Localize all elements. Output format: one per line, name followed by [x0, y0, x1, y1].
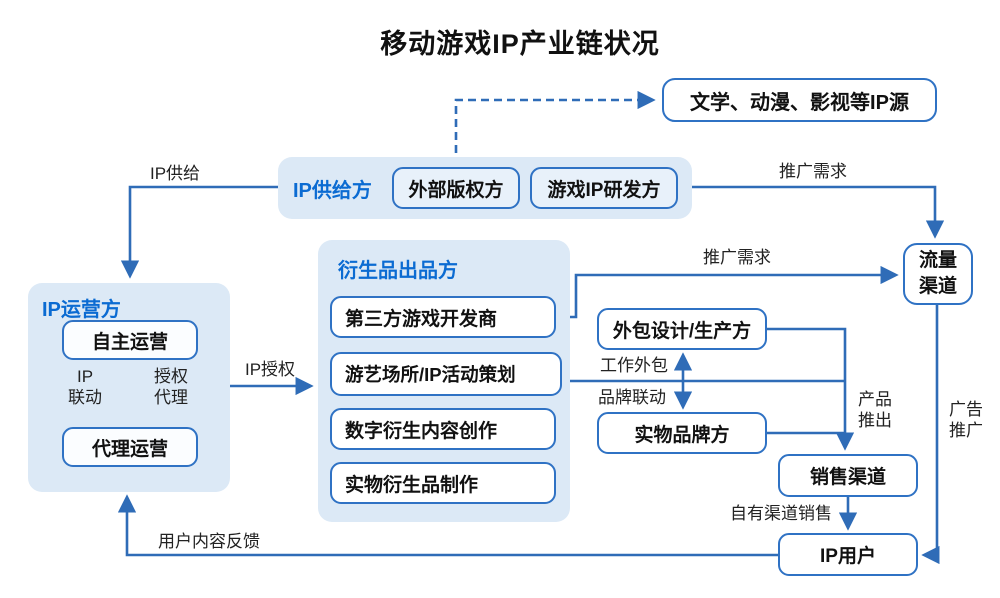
edge-label-ip-supply: IP供给 — [150, 164, 201, 183]
node-traffic-channel: 流量 渠道 — [903, 243, 973, 305]
edge-ip-source-dashed — [454, 90, 656, 166]
node-external-copyright: 外部版权方 — [392, 167, 520, 209]
edge-label-authorized-agency-line2: 代理 — [154, 388, 188, 408]
node-physical-derivative-production-label: 实物衍生品制作 — [345, 474, 479, 496]
node-venue-ip-event-planning: 游艺场所/IP活动策划 — [330, 352, 562, 396]
node-external-copyright-label: 外部版权方 — [408, 179, 504, 201]
edge-label-brand-linkage: 品牌联动 — [598, 388, 666, 407]
node-third-party-game-dev-label: 第三方游戏开发商 — [345, 308, 498, 330]
edge-label-ip-linkage-line2: 联动 — [68, 388, 102, 408]
group-derivative-title: 衍生品出品方 — [338, 260, 458, 282]
edge-ip-supply — [120, 185, 278, 279]
node-self-operation: 自主运营 — [62, 320, 198, 360]
node-game-ip-developer-label: 游戏IP研发方 — [547, 179, 661, 201]
edge-label-product-launch: 产品 推出 — [853, 389, 897, 432]
edge-label-ip-linkage: IP 联动 — [60, 366, 110, 409]
edge-label-ad-promotion-line2: 推广 — [949, 421, 983, 441]
edge-label-promo-demand-top: 推广需求 — [779, 162, 847, 181]
node-digital-derivative-creation: 数字衍生内容创作 — [330, 408, 556, 450]
group-ip-operator-title: IP运营方 — [42, 299, 121, 321]
node-digital-derivative-creation-label: 数字衍生内容创作 — [345, 420, 498, 442]
edge-label-own-channel-sales: 自有渠道销售 — [730, 504, 832, 523]
edge-label-ad-promotion-line1: 广告 — [949, 400, 983, 419]
edge-label-authorized-agency: 授权 代理 — [148, 366, 194, 409]
edge-outsourced-to-product-line — [767, 327, 855, 451]
node-traffic-channel-line2: 渠道 — [918, 276, 957, 297]
group-ip-operator: IP运营方 自主运营 代理运营 — [28, 283, 230, 492]
edge-user-feedback — [117, 494, 778, 557]
node-sales-channel-label: 销售渠道 — [809, 467, 886, 488]
edge-ad-promotion — [921, 303, 940, 565]
node-ip-source-label: 文学、动漫、影视等IP源 — [690, 91, 909, 114]
node-traffic-channel-line1: 流量 — [918, 250, 957, 272]
edge-label-ip-linkage-line1: IP — [76, 367, 94, 386]
group-ip-supplier-title: IP供给方 — [293, 180, 372, 202]
edge-label-authorized-agency-line1: 授权 — [154, 367, 188, 386]
node-sales-channel: 销售渠道 — [778, 454, 918, 497]
node-outsourced-design-production: 外包设计/生产方 — [597, 308, 767, 350]
group-derivative-producers: 衍生品出品方 第三方游戏开发商 游艺场所/IP活动策划 数字衍生内容创作 实物衍… — [318, 240, 570, 522]
node-agency-operation: 代理运营 — [62, 427, 198, 467]
edge-label-product-launch-line1: 产品 — [858, 390, 892, 409]
edge-label-ip-authorization: IP授权 — [245, 360, 296, 379]
node-physical-brand: 实物品牌方 — [597, 412, 767, 454]
node-ip-user-label: IP用户 — [820, 546, 876, 567]
edge-label-promo-demand-mid: 推广需求 — [703, 248, 771, 267]
edge-label-ad-promotion: 广告 推广 — [944, 399, 988, 442]
node-self-operation-label: 自主运营 — [91, 331, 168, 353]
edge-label-user-content-feedback: 用户内容反馈 — [158, 532, 260, 551]
node-game-ip-developer: 游戏IP研发方 — [530, 167, 678, 209]
node-outsourced-design-production-label: 外包设计/生产方 — [612, 320, 752, 342]
node-venue-ip-event-planning-label: 游艺场所/IP活动策划 — [345, 364, 516, 385]
group-ip-supplier: IP供给方 外部版权方 游戏IP研发方 — [278, 157, 692, 219]
node-ip-user: IP用户 — [778, 533, 918, 576]
diagram-title: 移动游戏IP产业链状况 — [380, 29, 660, 59]
node-ip-source: 文学、动漫、影视等IP源 — [662, 78, 937, 122]
edge-label-product-launch-line2: 推出 — [858, 411, 892, 431]
edge-promo-demand-top — [692, 185, 945, 239]
edge-label-work-outsourcing: 工作外包 — [600, 356, 668, 375]
node-physical-derivative-production: 实物衍生品制作 — [330, 462, 556, 504]
node-physical-brand-label: 实物品牌方 — [634, 424, 730, 446]
node-third-party-game-dev: 第三方游戏开发商 — [330, 296, 556, 338]
node-agency-operation-label: 代理运营 — [91, 438, 168, 460]
